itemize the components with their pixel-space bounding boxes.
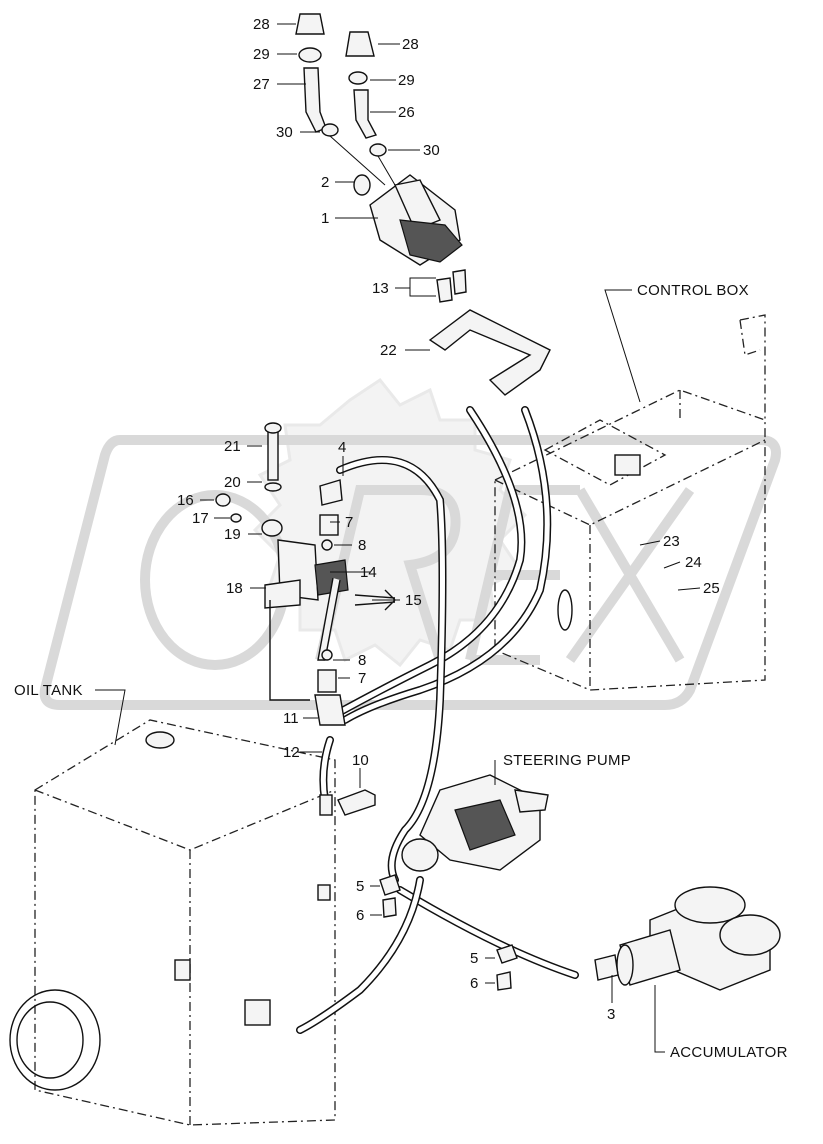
accumulator: [594, 886, 781, 991]
label-30-right: 30: [423, 142, 440, 159]
label-4: 4: [338, 439, 346, 456]
caption-oil-tank: OIL TANK: [14, 682, 83, 699]
label-5-lower: 5: [470, 950, 478, 967]
label-28-left: 28: [253, 16, 270, 33]
label-1: 1: [321, 210, 329, 227]
label-7-lower: 7: [358, 670, 366, 687]
caption-accumulator: ACCUMULATOR: [670, 1044, 788, 1061]
label-15: 15: [405, 592, 422, 609]
label-22: 22: [380, 342, 397, 359]
pilot-hoses: [296, 406, 579, 1034]
lever-knob-left: [295, 13, 327, 133]
label-8-upper: 8: [358, 537, 366, 554]
label-19: 19: [224, 526, 241, 543]
captions: CONTROL BOX OIL TANK STEERING PUMP ACCUM…: [14, 282, 788, 1061]
label-8-lower: 8: [358, 652, 366, 669]
label-29-left: 29: [253, 46, 270, 63]
label-30-left: 30: [276, 124, 293, 141]
label-13: 13: [372, 280, 389, 297]
pilot-controller: [353, 174, 463, 266]
valve-14: [314, 479, 396, 726]
label-16: 16: [177, 492, 194, 509]
caption-steering-pump: STEERING PUMP: [503, 752, 631, 769]
label-26: 26: [398, 104, 415, 121]
label-2: 2: [321, 174, 329, 191]
label-11: 11: [283, 710, 299, 727]
washer-30-right: [369, 143, 387, 157]
bracket-22: [428, 309, 551, 396]
label-7-upper: 7: [345, 514, 353, 531]
washer-30-left: [321, 123, 339, 137]
label-17: 17: [192, 510, 209, 527]
caption-control-box: CONTROL BOX: [637, 282, 749, 299]
oil-tank-outline: [9, 719, 336, 1126]
label-28-right: 28: [402, 36, 419, 53]
leader-lines: [95, 23, 701, 1053]
label-6-lower: 6: [470, 975, 478, 992]
steering-pump: [379, 774, 549, 991]
label-20: 20: [224, 474, 241, 491]
label-21: 21: [224, 438, 241, 455]
label-23: 23: [663, 533, 680, 550]
control-box-outline: [494, 314, 766, 691]
label-6-upper: 6: [356, 907, 364, 924]
label-5-upper: 5: [356, 878, 364, 895]
label-14: 14: [360, 564, 377, 581]
label-29-right: 29: [398, 72, 415, 89]
label-18: 18: [226, 580, 243, 597]
label-24: 24: [685, 554, 702, 571]
hose-fittings-13: [436, 269, 467, 303]
label-12: 12: [283, 744, 300, 761]
valve-bracket: [215, 422, 319, 701]
label-27: 27: [253, 76, 270, 93]
lever-knob-right: [345, 31, 378, 139]
label-10: 10: [352, 752, 369, 769]
label-25: 25: [703, 580, 720, 597]
fitting-10: [319, 789, 376, 816]
label-3: 3: [607, 1006, 615, 1023]
part-labels: 28 29 27 30 28 29 26 30 2 1 13 22 21 20 …: [177, 16, 720, 1023]
